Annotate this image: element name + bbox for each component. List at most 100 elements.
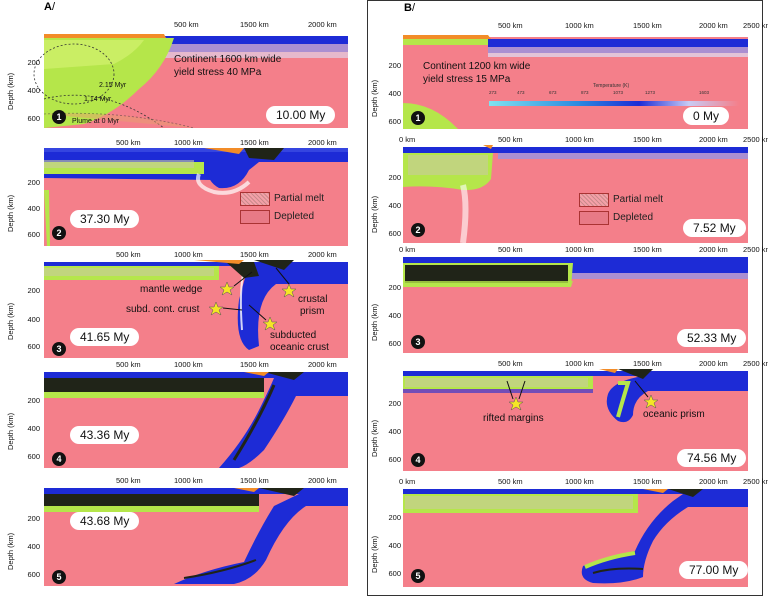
- y-tick: 400: [388, 311, 401, 320]
- depth-axis-label: Depth (km): [370, 79, 379, 117]
- y-tick: 200: [27, 178, 40, 187]
- x-tick: 1000 km: [174, 138, 203, 147]
- depth-axis-label: Depth (km): [370, 303, 379, 341]
- y-tick: 200: [388, 283, 401, 292]
- star-marker: [219, 281, 235, 296]
- x-tick: 500 km: [116, 138, 141, 147]
- panel-b1: 500 km 1000 km 1500 km 2000 km 2500 km C…: [403, 15, 768, 129]
- x-tick: 1500 km: [240, 138, 269, 147]
- y-tick: 200: [27, 286, 40, 295]
- depleted-label: Depleted: [274, 211, 315, 222]
- model-b3-image: [403, 257, 748, 353]
- y-tick: 600: [388, 229, 401, 238]
- time-label: 43.36 My: [70, 426, 140, 444]
- y-tick: 400: [27, 204, 40, 213]
- y-tick: 400: [27, 86, 40, 95]
- y-tick: 200: [27, 514, 40, 523]
- panel-number: 5: [52, 570, 66, 584]
- x-tick: 500 km: [498, 359, 523, 368]
- subducted-oceanic-crust-label-2: oceanic crust: [270, 342, 329, 353]
- panel-b2: 0 km 500 km 1000 km 1500 km 2000 km 2500…: [399, 135, 768, 244]
- x-tick: 1500 km: [240, 250, 269, 259]
- y-tick: 600: [27, 230, 40, 239]
- y-tick: 400: [388, 427, 401, 436]
- x-tick: 2000 km: [308, 360, 337, 369]
- y-tick: 400: [388, 541, 401, 550]
- panel-number: 1: [411, 111, 425, 125]
- colorbar-tick: 273: [489, 90, 497, 95]
- panel-b4: 500 km 1000 km 1500 km 2000 km 2500 km r…: [403, 359, 768, 471]
- x-tick: 1000 km: [565, 477, 594, 486]
- x-tick: 2500 km: [743, 21, 768, 30]
- x-tick: 1000 km: [565, 359, 594, 368]
- depleted-label: Depleted: [613, 212, 654, 223]
- x-tick: 500 km: [498, 245, 523, 254]
- colorbar-tick: 673: [549, 90, 557, 95]
- depth-axis-label: Depth (km): [6, 194, 15, 232]
- x-tick: 0 km: [399, 245, 416, 254]
- column-a: A/ 500 km 1500 km 2000 km Continent 1600…: [0, 0, 380, 605]
- yield-stress-note: yield stress 40 MPa: [174, 67, 262, 78]
- panel-number: 2: [52, 226, 66, 240]
- continent-note: Continent 1200 km wide: [423, 61, 531, 72]
- x-tick: 2000 km: [308, 20, 337, 29]
- x-tick: 500 km: [174, 20, 199, 29]
- crustal-prism-label: crustal: [298, 294, 328, 305]
- y-tick: 400: [27, 542, 40, 551]
- time-label: 43.68 My: [70, 512, 140, 530]
- x-tick: 2500 km: [743, 135, 768, 144]
- star-marker: [281, 283, 297, 298]
- panel-a3: 500 km 1000 km 1500 km 2000 km mantle we…: [44, 250, 348, 358]
- y-tick: 600: [388, 455, 401, 464]
- x-tick: 2500 km: [743, 359, 768, 368]
- time-label: 74.56 My: [677, 449, 747, 467]
- panel-a5: 500 km 1000 km 1500 km 2000 km 5 43.68 M…: [44, 476, 348, 586]
- depth-axis-label: Depth (km): [370, 535, 379, 573]
- depth-axis-label: Depth (km): [6, 412, 15, 450]
- continent-note: Continent 1600 km wide: [174, 54, 282, 65]
- colorbar-tick: 473: [517, 90, 525, 95]
- plume-label: 1.14 Myr: [84, 96, 112, 103]
- star-marker: [508, 396, 524, 411]
- y-tick: 200: [27, 396, 40, 405]
- y-tick: 200: [388, 61, 401, 70]
- depth-axis-label: Depth (km): [6, 72, 15, 110]
- depth-axis-label: Depth (km): [6, 302, 15, 340]
- x-tick: 1500 km: [633, 359, 662, 368]
- x-tick: 1500 km: [633, 21, 662, 30]
- x-tick: 1500 km: [240, 360, 269, 369]
- panel-a4: 500 km 1000 km 1500 km 2000 km 4 43.36 M…: [44, 360, 348, 468]
- y-tick: 600: [27, 114, 40, 123]
- x-tick: 2000 km: [699, 135, 728, 144]
- panel-number: 3: [52, 342, 66, 356]
- y-tick: 200: [388, 399, 401, 408]
- model-a1-image: [33, 34, 348, 129]
- model-a2-image: [44, 148, 348, 246]
- x-tick: 2000 km: [699, 359, 728, 368]
- x-tick: 1500 km: [633, 135, 662, 144]
- partial-melt-swatch: [240, 192, 270, 206]
- y-tick: 600: [388, 569, 401, 578]
- x-tick: 0 km: [399, 135, 416, 144]
- x-tick: 500 km: [498, 135, 523, 144]
- time-label: 37.30 My: [70, 210, 140, 228]
- colorbar-tick: 873: [581, 90, 589, 95]
- x-tick: 1500 km: [240, 476, 269, 485]
- panel-number: 3: [411, 335, 425, 349]
- x-tick: 2000 km: [699, 245, 728, 254]
- y-tick: 200: [27, 58, 40, 67]
- x-tick: 500 km: [116, 360, 141, 369]
- time-label: 0 My: [683, 107, 730, 125]
- panel-a2: 500 km 1000 km 1500 km 2000 km Partial m…: [44, 138, 348, 246]
- x-tick: 1500 km: [633, 245, 662, 254]
- x-tick: 500 km: [116, 476, 141, 485]
- crustal-prism-label-2: prism: [300, 306, 325, 317]
- time-label: 41.65 My: [70, 328, 140, 346]
- panel-number: 5: [411, 569, 425, 583]
- panel-number: 2: [411, 223, 425, 237]
- star-marker: [208, 301, 224, 316]
- y-tick: 400: [388, 89, 401, 98]
- depleted-swatch: [579, 211, 609, 225]
- x-tick: 1500 km: [240, 20, 269, 29]
- panel-number: 1: [52, 110, 66, 124]
